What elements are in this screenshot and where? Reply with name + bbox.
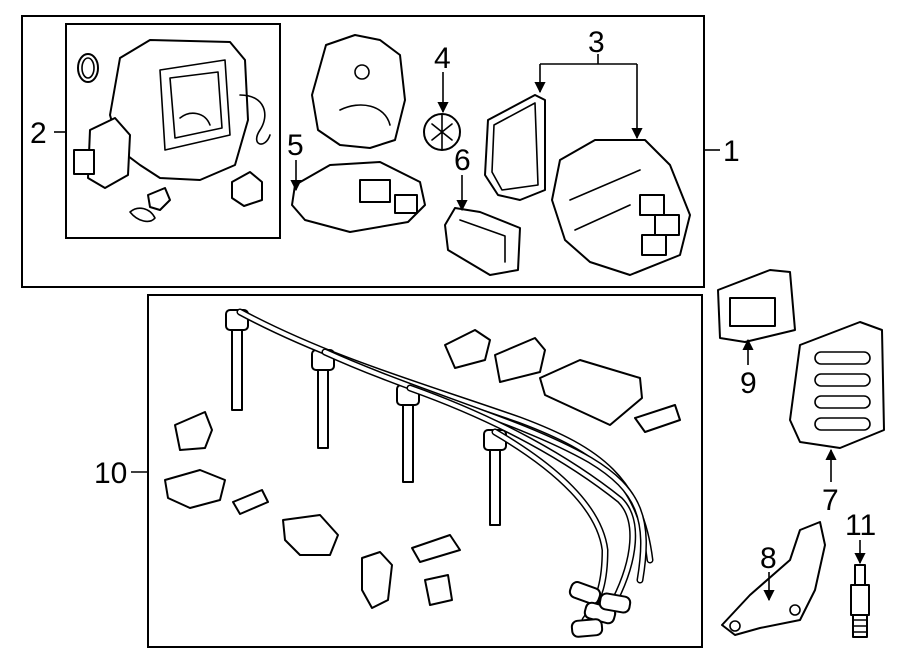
ignition-coil-part[interactable]: [291, 34, 426, 233]
callout-5: 5: [287, 129, 304, 162]
callout-6: 6: [454, 144, 471, 177]
callout-4: 4: [434, 42, 451, 75]
wire-set-frame: [147, 294, 703, 648]
callout-3: 3: [588, 26, 605, 59]
callout-7: 7: [822, 484, 839, 517]
bracket-part-8[interactable]: [721, 521, 826, 636]
callout-10: 10: [94, 457, 127, 490]
callout-9: 9: [740, 367, 757, 400]
igniter-module-part[interactable]: [444, 207, 521, 276]
wire-clips-part[interactable]: [164, 329, 681, 609]
callout-2: 2: [30, 117, 47, 150]
distributor-assembly-frame: [21, 15, 705, 288]
distributor-housing-part[interactable]: [73, 39, 271, 223]
cap-seal-part[interactable]: [484, 94, 546, 201]
callout-11: 11: [845, 509, 876, 542]
housing-subassembly-frame: [65, 23, 281, 239]
spark-plug-part[interactable]: [850, 564, 870, 638]
cover-part-9[interactable]: [717, 269, 796, 343]
callout-8: 8: [760, 542, 777, 575]
rotor-part[interactable]: [423, 113, 461, 151]
spark-plug-wire-set-part[interactable]: [225, 308, 654, 638]
leader-lines: [54, 54, 866, 602]
cover-part-7[interactable]: [789, 321, 885, 449]
distributor-cap-part[interactable]: [551, 139, 691, 276]
callout-1: 1: [723, 135, 740, 168]
